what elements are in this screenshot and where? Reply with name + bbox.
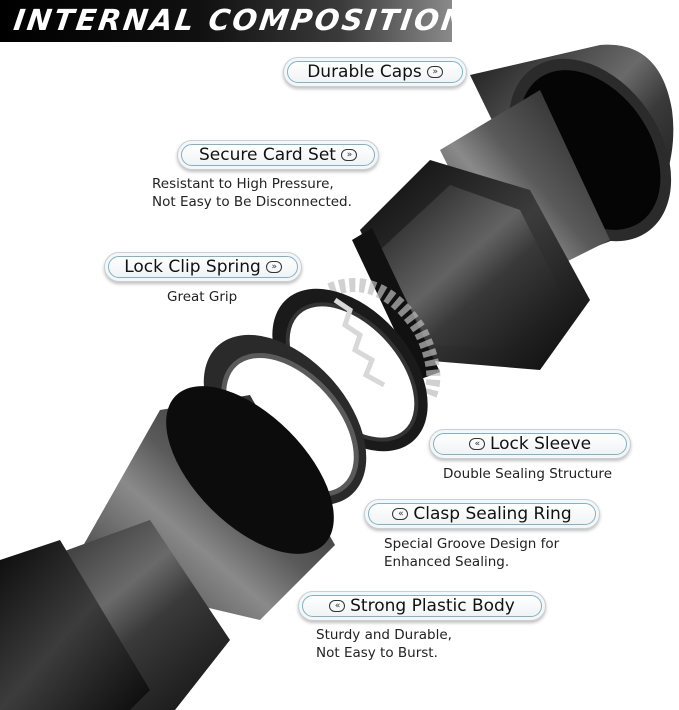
callout-description: Sturdy and Durable, Not Easy to Burst. (316, 627, 452, 661)
callout-durable-caps: Durable Caps » (283, 57, 467, 87)
callout-secure-card-set: Secure Card Set » (177, 140, 379, 170)
double-chevron-right-icon: » (265, 261, 282, 273)
callout-label: Lock Sleeve (489, 434, 592, 454)
double-chevron-right-icon: » (340, 149, 357, 161)
callout-description: Special Groove Design for Enhanced Seali… (384, 536, 560, 570)
callout-strong-plastic-body: « Strong Plastic Body (298, 591, 546, 621)
page-title: INTERNAL COMPOSITION (11, 3, 471, 37)
callout-description: Double Sealing Structure (443, 466, 612, 482)
plastic-body-part (0, 386, 335, 710)
double-chevron-left-icon: « (329, 600, 346, 612)
double-chevron-left-icon: « (392, 508, 409, 520)
callout-lock-sleeve: « Lock Sleeve (429, 429, 631, 459)
callout-label: Durable Caps (307, 62, 422, 82)
callout-label: Strong Plastic Body (350, 596, 515, 616)
title-banner: INTERNAL COMPOSITION (0, 0, 471, 42)
double-chevron-left-icon: « (468, 438, 485, 450)
callout-description: Great Grip (167, 289, 238, 305)
secure-card-set-part (352, 160, 590, 380)
callout-label: Clasp Sealing Ring (413, 504, 572, 524)
callout-label: Lock Clip Spring (124, 257, 261, 277)
callout-clasp-sealing-ring: « Clasp Sealing Ring (364, 499, 600, 529)
double-chevron-right-icon: » (426, 66, 443, 78)
callout-description: Resistant to High Pressure, Not Easy to … (152, 176, 352, 210)
durable-cap-part (440, 44, 674, 290)
callout-lock-clip-spring: Lock Clip Spring » (104, 252, 302, 282)
callout-label: Secure Card Set (199, 145, 336, 165)
